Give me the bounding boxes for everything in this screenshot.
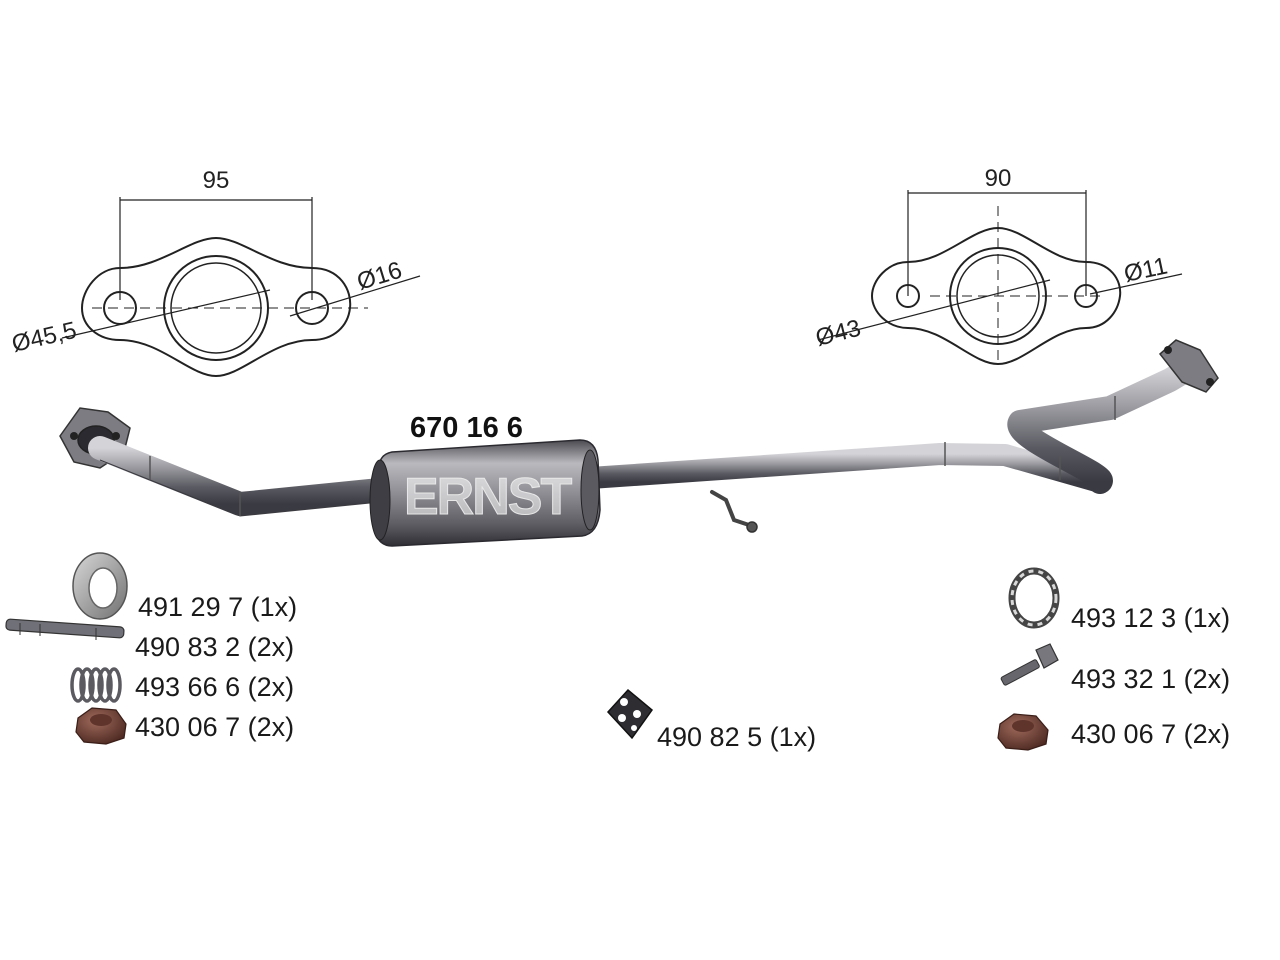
accessory-label: 493 32 1 (2x) bbox=[1071, 664, 1230, 694]
muffler-brand-logo: ERNST bbox=[404, 468, 572, 526]
pipe-section-inlet bbox=[88, 436, 392, 516]
left-flange-outline bbox=[80, 236, 352, 378]
outlet-flange bbox=[1158, 339, 1219, 393]
hanger-bracket bbox=[710, 490, 758, 533]
accessory-label: 493 66 6 (2x) bbox=[135, 672, 294, 702]
left-flange-spacing-label: 95 bbox=[203, 167, 230, 194]
exhaust-pipe-assembly: ERNST bbox=[59, 339, 1219, 547]
accessory-item: 430 06 7 (2x) bbox=[75, 707, 294, 745]
accessory-item: 430 06 7 (2x) bbox=[997, 713, 1230, 751]
left-flange-bolt-hole-label: Ø16 bbox=[354, 257, 405, 296]
sealing-ring-icon bbox=[1008, 567, 1060, 629]
accessory-item: 493 32 1 (2x) bbox=[1000, 643, 1230, 694]
gasket-ring-icon bbox=[72, 552, 128, 620]
part-number-label: 670 16 6 bbox=[410, 412, 523, 444]
middle-muffler: ERNST bbox=[369, 439, 601, 547]
stud-bolt-icon bbox=[5, 618, 125, 640]
right-flange-bore-label: Ø43 bbox=[813, 315, 864, 352]
left-flange-bore-label: Ø45,5 bbox=[9, 317, 79, 358]
left-flange-drawing bbox=[61, 197, 421, 378]
right-flange-spacing-label: 90 bbox=[985, 165, 1012, 192]
accessory-item: 491 29 7 (1x) bbox=[72, 552, 297, 622]
accessory-label: 493 12 3 (1x) bbox=[1071, 603, 1230, 633]
accessory-item: 490 82 5 (1x) bbox=[606, 688, 816, 752]
accessory-item: 490 83 2 (2x) bbox=[5, 618, 294, 662]
rubber-hanger-icon bbox=[606, 688, 654, 740]
spring-icon bbox=[70, 667, 122, 703]
accessory-item: 493 12 3 (1x) bbox=[1008, 567, 1230, 633]
right-flange-bolt-hole-left bbox=[896, 284, 920, 308]
accessory-label: 430 06 7 (2x) bbox=[1071, 719, 1230, 749]
hex-nut-icon bbox=[997, 713, 1049, 751]
pipe-section-middle bbox=[579, 443, 1111, 493]
pipe-section-outlet bbox=[1007, 356, 1202, 494]
accessory-label: 490 83 2 (2x) bbox=[135, 632, 294, 662]
right-flange-bolt-hole-label: Ø11 bbox=[1122, 252, 1170, 287]
accessory-item: 493 66 6 (2x) bbox=[70, 667, 294, 703]
accessory-label: 490 82 5 (1x) bbox=[657, 722, 816, 752]
accessory-label: 430 06 7 (2x) bbox=[135, 712, 294, 742]
right-flange-drawing bbox=[817, 190, 1183, 366]
bolt-icon bbox=[1000, 643, 1059, 686]
accessory-label: 491 29 7 (1x) bbox=[138, 592, 297, 622]
left-flange-bolt-hole-right bbox=[295, 291, 329, 325]
hex-nut-icon bbox=[75, 707, 127, 745]
right-flange-outline bbox=[870, 226, 1122, 366]
